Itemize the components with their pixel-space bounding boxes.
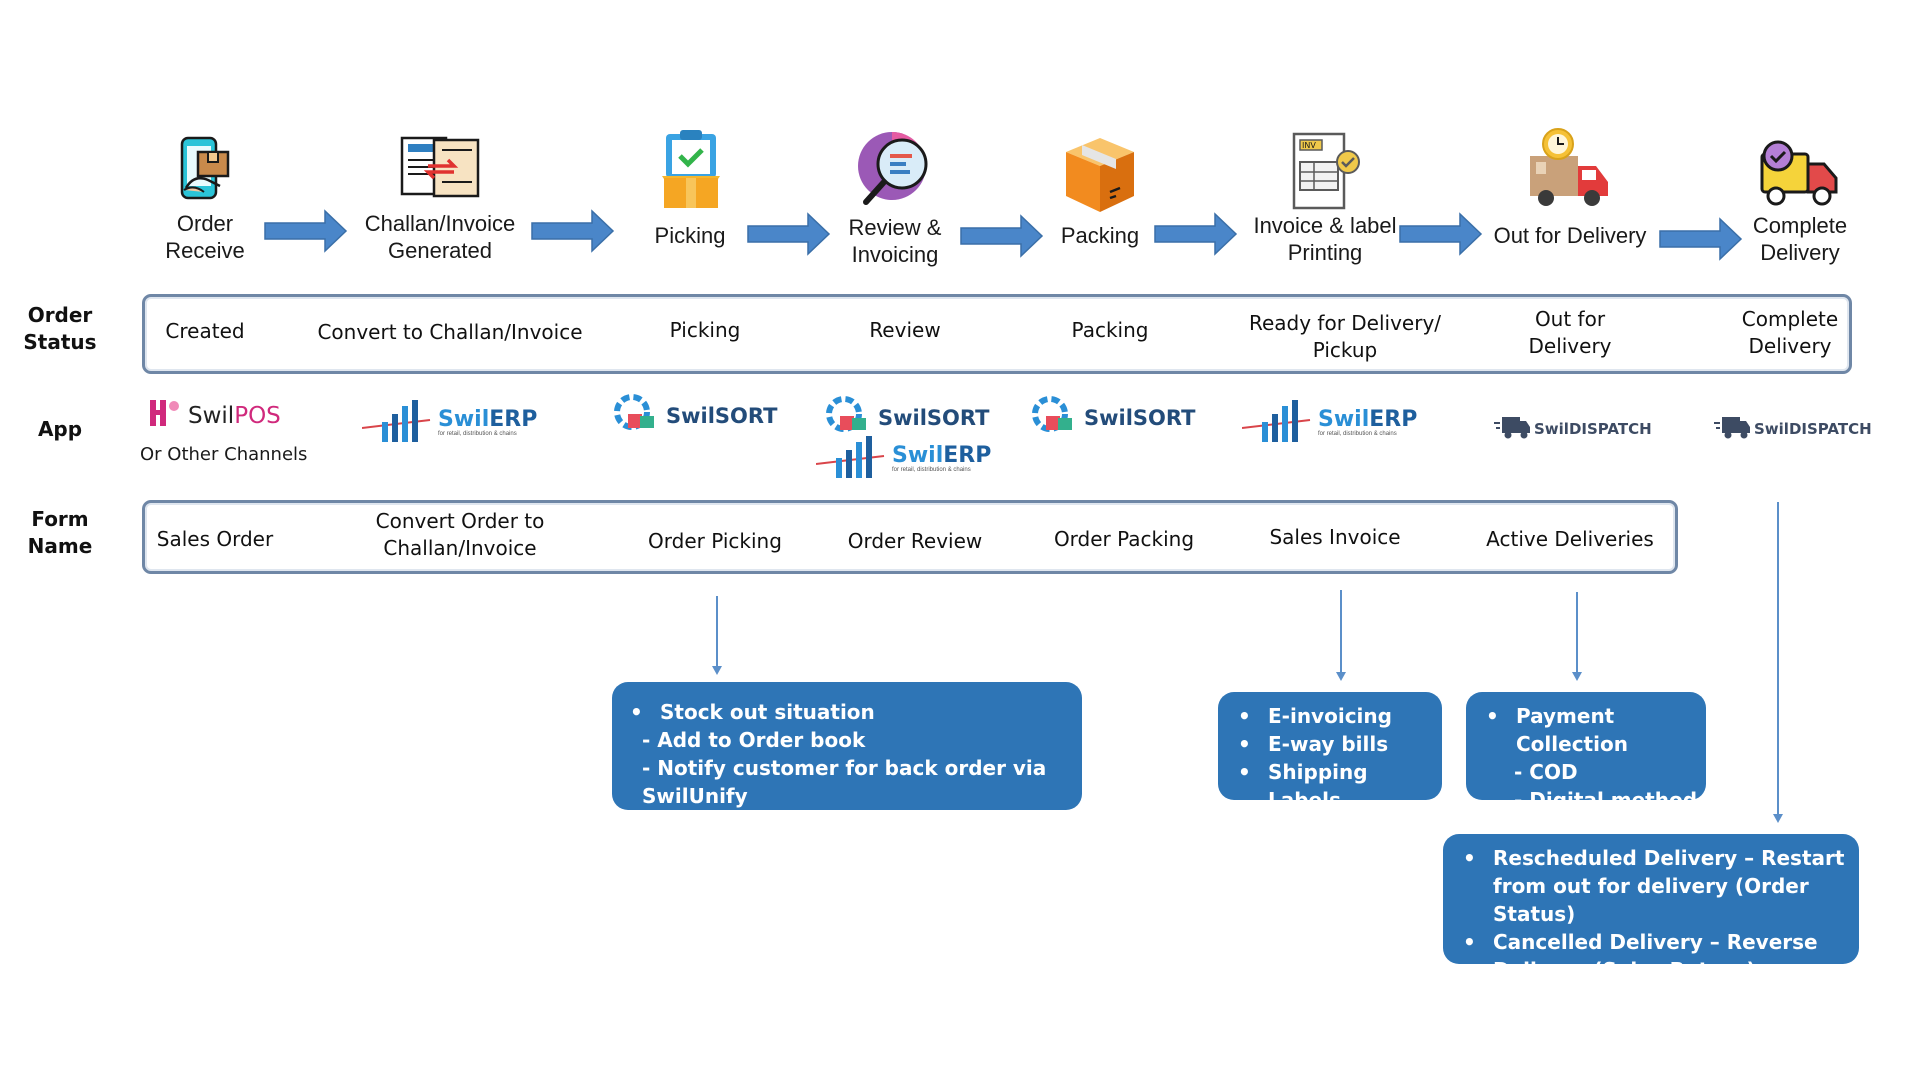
swilerp-1-prefix: Swil	[438, 407, 490, 432]
order-status-complete: Complete Delivery	[1741, 307, 1839, 358]
swildispatch-2-name: SwilDISPATCH	[1754, 420, 1872, 438]
order-status-packing: Packing	[1071, 318, 1149, 342]
note-invoice: E-invoicing E-way bills Shipping Labels	[1218, 692, 1442, 812]
note-invoice-bullet-1: E-invoicing	[1228, 702, 1436, 730]
form-order-packing: Order Packing	[1053, 527, 1195, 551]
connector-active-deliveries	[1572, 592, 1582, 682]
connector-picking	[712, 596, 722, 676]
note-delivery-bullet-1: Rescheduled Delivery – Restart from out …	[1453, 844, 1849, 928]
swilsort-logo-icon	[612, 393, 660, 439]
flow-arrow-4	[960, 214, 1044, 258]
form-sales-invoice: Sales Invoice	[1269, 525, 1401, 549]
swilerp-2-prefix: Swil	[892, 443, 944, 468]
form-name-box	[142, 500, 1678, 574]
note-payment: Payment Collection - COD - Digital metho…	[1466, 692, 1706, 812]
swildispatch-logo-1: SwilDISPATCH	[1494, 416, 1652, 442]
swilerp-logo-icon	[361, 398, 432, 449]
note-stock-out-sub-2: - Notify customer for back order via Swi…	[642, 756, 1047, 808]
stage-label-challan-invoice: Challan/Invoice Generated	[364, 211, 516, 263]
delivery-truck-clock-icon	[1526, 128, 1612, 210]
delivery-truck-check-icon	[1760, 140, 1840, 206]
note-payment-sub-2: - Digital method	[1514, 788, 1698, 812]
package-box-icon	[1064, 136, 1136, 214]
stage-label-order-receive: Order Receive	[165, 211, 245, 263]
swilerp-1-suffix: ERP	[489, 407, 538, 432]
note-stock-out-sub-1: - Add to Order book	[642, 728, 866, 752]
flow-arrow-1	[264, 209, 348, 253]
stage-label-out-for-delivery: Out for Delivery	[1493, 223, 1647, 248]
swilerp-2-tagline: for retail, distribution & chains	[892, 467, 971, 473]
order-status-out-for-delivery: Out for Delivery	[1528, 307, 1612, 358]
swilerp-logo-1: SwilERP for retail, distribution & chain…	[361, 398, 538, 449]
swilsort-1-name: SwilSORT	[666, 404, 778, 428]
swildispatch-logo-icon	[1494, 415, 1530, 444]
swilerp-logo-2: SwilERP for retail, distribution & chain…	[815, 434, 992, 485]
order-status-created: Created	[165, 319, 245, 343]
swilerp-3-suffix: ERP	[1369, 407, 1418, 432]
swilerp-1-tagline: for retail, distribution & chains	[438, 431, 517, 437]
flow-arrow-6	[1399, 212, 1483, 256]
note-invoice-bullet-2: E-way bills	[1228, 730, 1436, 758]
swilerp-logo-3: SwilERP for retail, distribution & chain…	[1241, 398, 1418, 449]
swilpos-logo-icon	[146, 396, 182, 437]
swilsort-logo-icon	[1030, 395, 1078, 441]
swildispatch-1-name: SwilDISPATCH	[1534, 420, 1652, 438]
other-channels-text: Or Other Channels	[140, 444, 308, 465]
swilerp-logo-icon	[1241, 398, 1312, 449]
connector-complete-delivery	[1773, 502, 1783, 824]
stage-label-picking: Picking	[654, 223, 726, 248]
form-order-picking: Order Picking	[648, 529, 782, 553]
order-status-convert: Convert to Challan/Invoice	[317, 320, 583, 344]
swilerp-3-tagline: for retail, distribution & chains	[1318, 431, 1397, 437]
form-convert-order: Convert Order to Challan/Invoice	[375, 509, 545, 560]
swilsort-logo-1: SwilSORT	[612, 393, 778, 439]
documents-exchange-icon	[398, 134, 482, 200]
magnifier-review-icon	[856, 130, 934, 210]
swilsort-logo-icon	[824, 395, 872, 441]
form-order-review: Order Review	[847, 529, 983, 553]
swilpos-suffix: POS	[234, 403, 281, 429]
flow-arrow-3	[747, 212, 831, 256]
swilsort-logo-2: SwilSORT	[824, 395, 990, 441]
note-payment-bullet: Payment Collection	[1476, 702, 1702, 758]
note-invoice-bullet-3: Shipping Labels	[1228, 758, 1436, 814]
swildispatch-logo-icon	[1714, 415, 1750, 444]
phone-package-icon	[176, 134, 236, 204]
form-sales-order: Sales Order	[156, 527, 274, 551]
svg-text:INV: INV	[1302, 141, 1316, 150]
form-active-deliveries: Active Deliveries	[1486, 527, 1654, 551]
swilerp-logo-icon	[815, 434, 886, 485]
order-status-box	[142, 294, 1852, 374]
flow-arrow-5	[1154, 212, 1238, 256]
swilpos-prefix: Swil	[188, 403, 235, 429]
note-stock-out-bullet: Stock out situation	[620, 698, 1072, 726]
order-status-ready: Ready for Delivery/ Pickup	[1248, 311, 1442, 362]
row-label-form-name: Form Name	[27, 507, 93, 558]
note-delivery: Rescheduled Delivery – Restart from out …	[1443, 834, 1859, 982]
flow-arrow-7	[1659, 217, 1743, 261]
swilerp-3-prefix: Swil	[1318, 407, 1370, 432]
invoice-document-icon: INV	[1286, 132, 1362, 212]
note-delivery-bullet-2: Cancelled Delivery – Reverse Delivery (S…	[1453, 928, 1849, 984]
swilsort-logo-3: SwilSORT	[1030, 395, 1196, 441]
order-status-review: Review	[869, 318, 941, 342]
stage-label-invoice-label-printing: Invoice & label Printing	[1253, 213, 1397, 265]
stage-label-complete-delivery: Complete Delivery	[1752, 213, 1848, 265]
swilerp-2-suffix: ERP	[943, 443, 992, 468]
swildispatch-logo-2: SwilDISPATCH	[1714, 416, 1872, 442]
stage-label-review-invoicing: Review & Invoicing	[848, 215, 942, 267]
connector-sales-invoice	[1336, 590, 1346, 682]
stage-label-packing: Packing	[1060, 223, 1140, 248]
clipboard-box-icon	[660, 130, 722, 210]
row-label-app: App	[37, 417, 83, 441]
flow-arrow-2	[531, 209, 615, 253]
swilpos-logo: SwilPOS	[146, 398, 281, 434]
note-stock-out: Stock out situation - Add to Order book …	[612, 682, 1082, 810]
row-label-order-status: Order Status	[23, 303, 97, 354]
swilsort-3-name: SwilSORT	[1084, 406, 1196, 430]
swilsort-2-name: SwilSORT	[878, 406, 990, 430]
note-payment-sub-1: - COD	[1514, 760, 1578, 784]
order-status-picking: Picking	[669, 318, 741, 342]
